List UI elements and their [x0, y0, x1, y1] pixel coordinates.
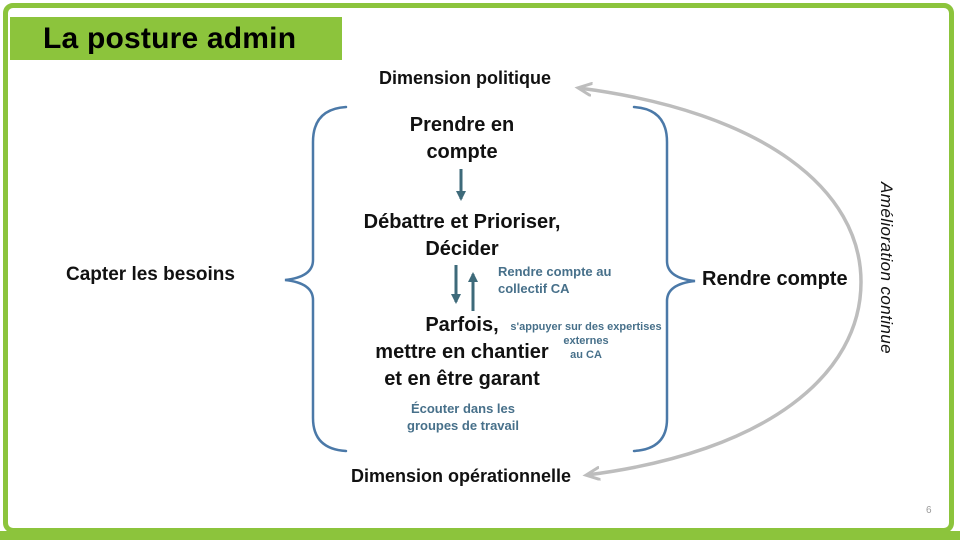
flow-step-debattre-prioriser: Débattre et Prioriser, Décider	[363, 211, 561, 260]
dimension-politique-label: Dimension politique	[378, 68, 551, 88]
dimension-operationnelle-label: Dimension opérationnelle	[350, 466, 572, 486]
right-brace-shape	[632, 105, 696, 453]
slide-title-box: La posture admin	[10, 17, 342, 60]
note-rendre-compte-collectif: Rendre compte au collectif CA	[498, 264, 612, 296]
slide-title: La posture admin	[43, 21, 297, 55]
note-ecouter-groupes: Écouter dans les groupes de travail	[407, 401, 519, 433]
flow-step-prendre-en-compte: Prendre en compte	[409, 114, 515, 163]
slide-bottom-bar	[0, 531, 960, 540]
page-number: 6	[926, 505, 932, 516]
note-expertises-externes: s'appuyer sur des expertises externes au…	[510, 321, 662, 361]
left-brace-shape	[284, 105, 348, 453]
flow-step-parfois-chantier: Parfois, mettre en chantier et en être g…	[375, 314, 549, 390]
capter-les-besoins-label: Capter les besoins	[66, 264, 235, 285]
rendre-compte-label: Rendre compte	[702, 268, 848, 290]
amelioration-continue-label: Amélioration continue	[877, 182, 896, 354]
